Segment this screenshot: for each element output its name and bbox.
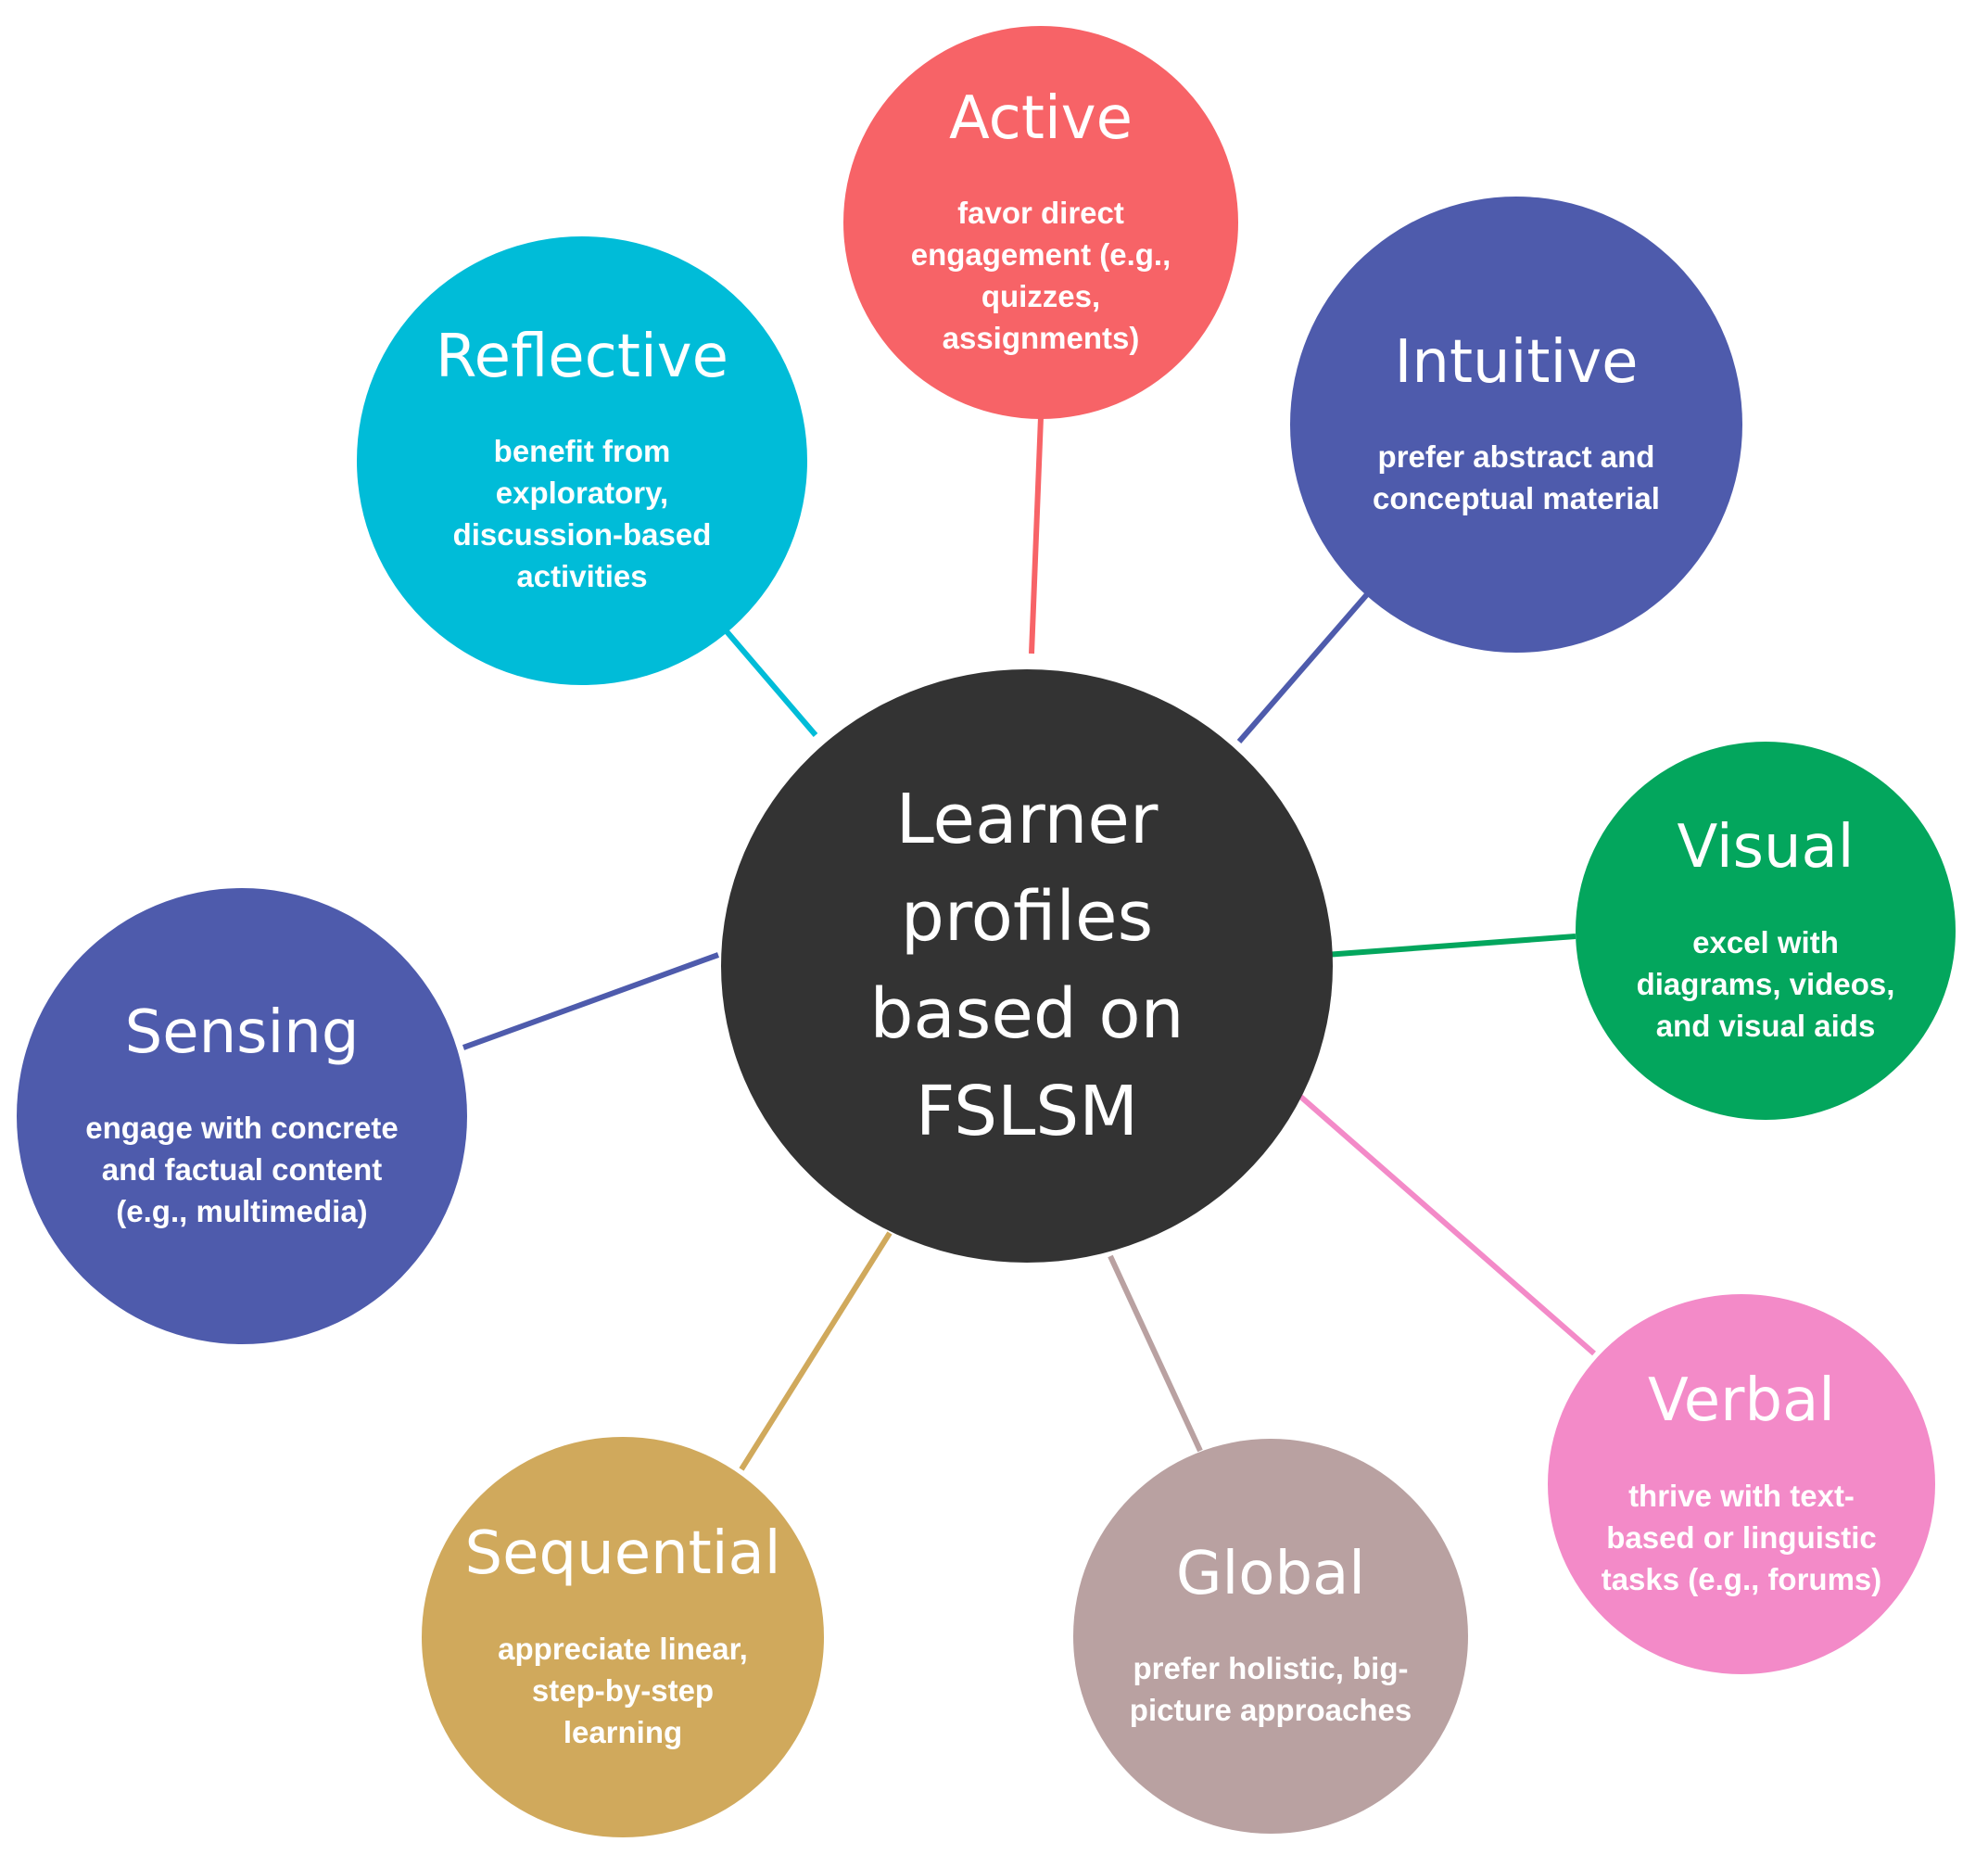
central-title: Learner profiles based on FSLSM xyxy=(869,780,1184,1151)
node-verbal: Verbal thrive with text-based or linguis… xyxy=(1548,1294,1935,1674)
connector-intuitive xyxy=(1236,591,1371,743)
node-sequential: Sequential appreciate linear, step-by-st… xyxy=(422,1437,824,1837)
central-hub: Learner profiles based on FSLSM xyxy=(721,669,1333,1263)
connector-visual xyxy=(1324,934,1576,958)
node-intuitive: Intuitive prefer abstract and conceptual… xyxy=(1290,197,1742,653)
node-global: Global prefer holistic, big-picture appr… xyxy=(1073,1439,1468,1834)
node-visual-title: Visual xyxy=(1677,813,1855,883)
node-sequential-description: appreciate linear, step-by-step learning xyxy=(498,1631,748,1749)
connector-active xyxy=(1029,416,1044,654)
node-sensing: Sensing engage with concrete and factual… xyxy=(17,888,467,1344)
node-verbal-title: Verbal xyxy=(1647,1366,1836,1436)
node-visual-description: excel with diagrams, videos, and visual … xyxy=(1636,924,1895,1043)
node-global-description: prefer holistic, big-picture approaches xyxy=(1129,1651,1412,1728)
node-reflective-description: benefit from exploratory, discussion-bas… xyxy=(452,434,712,594)
node-sequential-title: Sequential xyxy=(464,1519,781,1589)
node-global-title: Global xyxy=(1175,1539,1366,1608)
connector-sequential xyxy=(739,1231,893,1471)
node-visual: Visual excel with diagrams, videos, and … xyxy=(1576,742,1956,1120)
node-reflective-title: Reflective xyxy=(436,322,728,391)
node-sensing-title: Sensing xyxy=(124,998,360,1068)
node-intuitive-title: Intuitive xyxy=(1394,327,1639,397)
node-verbal-description: thrive with text-based or linguistic tas… xyxy=(1601,1478,1882,1596)
node-intuitive-description: prefer abstract and conceptual material xyxy=(1373,439,1660,516)
connector-global xyxy=(1108,1254,1203,1453)
node-active: Active favor direct engagement (e.g., qu… xyxy=(843,26,1238,419)
node-sensing-description: engage with concrete and factual content… xyxy=(85,1110,399,1228)
node-active-title: Active xyxy=(949,83,1133,153)
connector-verbal xyxy=(1296,1091,1596,1356)
node-active-description: favor direct engagement (e.g., quizzes, … xyxy=(910,196,1171,356)
node-reflective: Reflective benefit from exploratory, dis… xyxy=(357,236,807,685)
connector-sensing xyxy=(462,952,720,1050)
connector-reflective xyxy=(723,629,818,737)
